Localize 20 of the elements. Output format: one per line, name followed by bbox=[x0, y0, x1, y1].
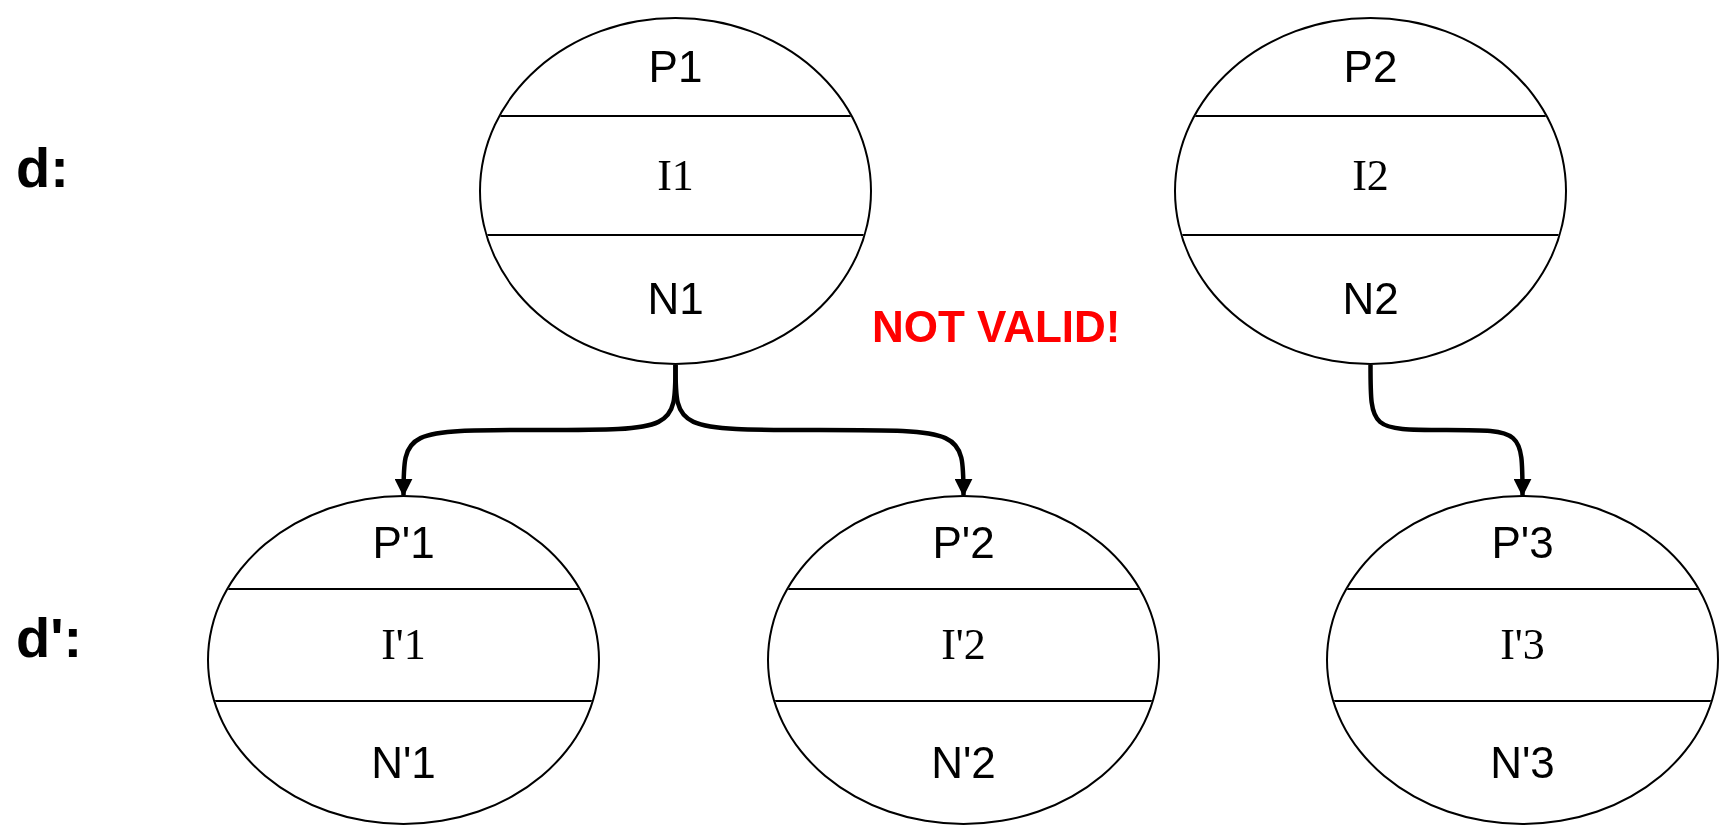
name-text: N'3 bbox=[1490, 740, 1555, 785]
identifier-text: I1 bbox=[657, 153, 694, 198]
arrow bbox=[1368, 365, 1532, 497]
prefix-text: P2 bbox=[1343, 45, 1398, 90]
name-text: N1 bbox=[647, 277, 704, 322]
prefix-text: P'3 bbox=[1491, 520, 1554, 565]
name-text: N2 bbox=[1342, 277, 1399, 322]
identifier-text: I2 bbox=[1352, 153, 1389, 198]
arrow bbox=[673, 365, 973, 497]
row-label: d: bbox=[16, 140, 69, 196]
name-text: N'2 bbox=[931, 740, 996, 785]
identifier-text: I'3 bbox=[1500, 623, 1545, 668]
row-label: d': bbox=[16, 610, 83, 666]
identifier-text: I'2 bbox=[941, 623, 986, 668]
identifier-text: I'1 bbox=[381, 623, 426, 668]
name-text: N'1 bbox=[371, 740, 436, 785]
prefix-text: P'2 bbox=[932, 520, 995, 565]
prefix-text: P1 bbox=[648, 45, 703, 90]
prefix-text: P'1 bbox=[372, 520, 435, 565]
warning-text: NOT VALID! bbox=[872, 305, 1121, 349]
